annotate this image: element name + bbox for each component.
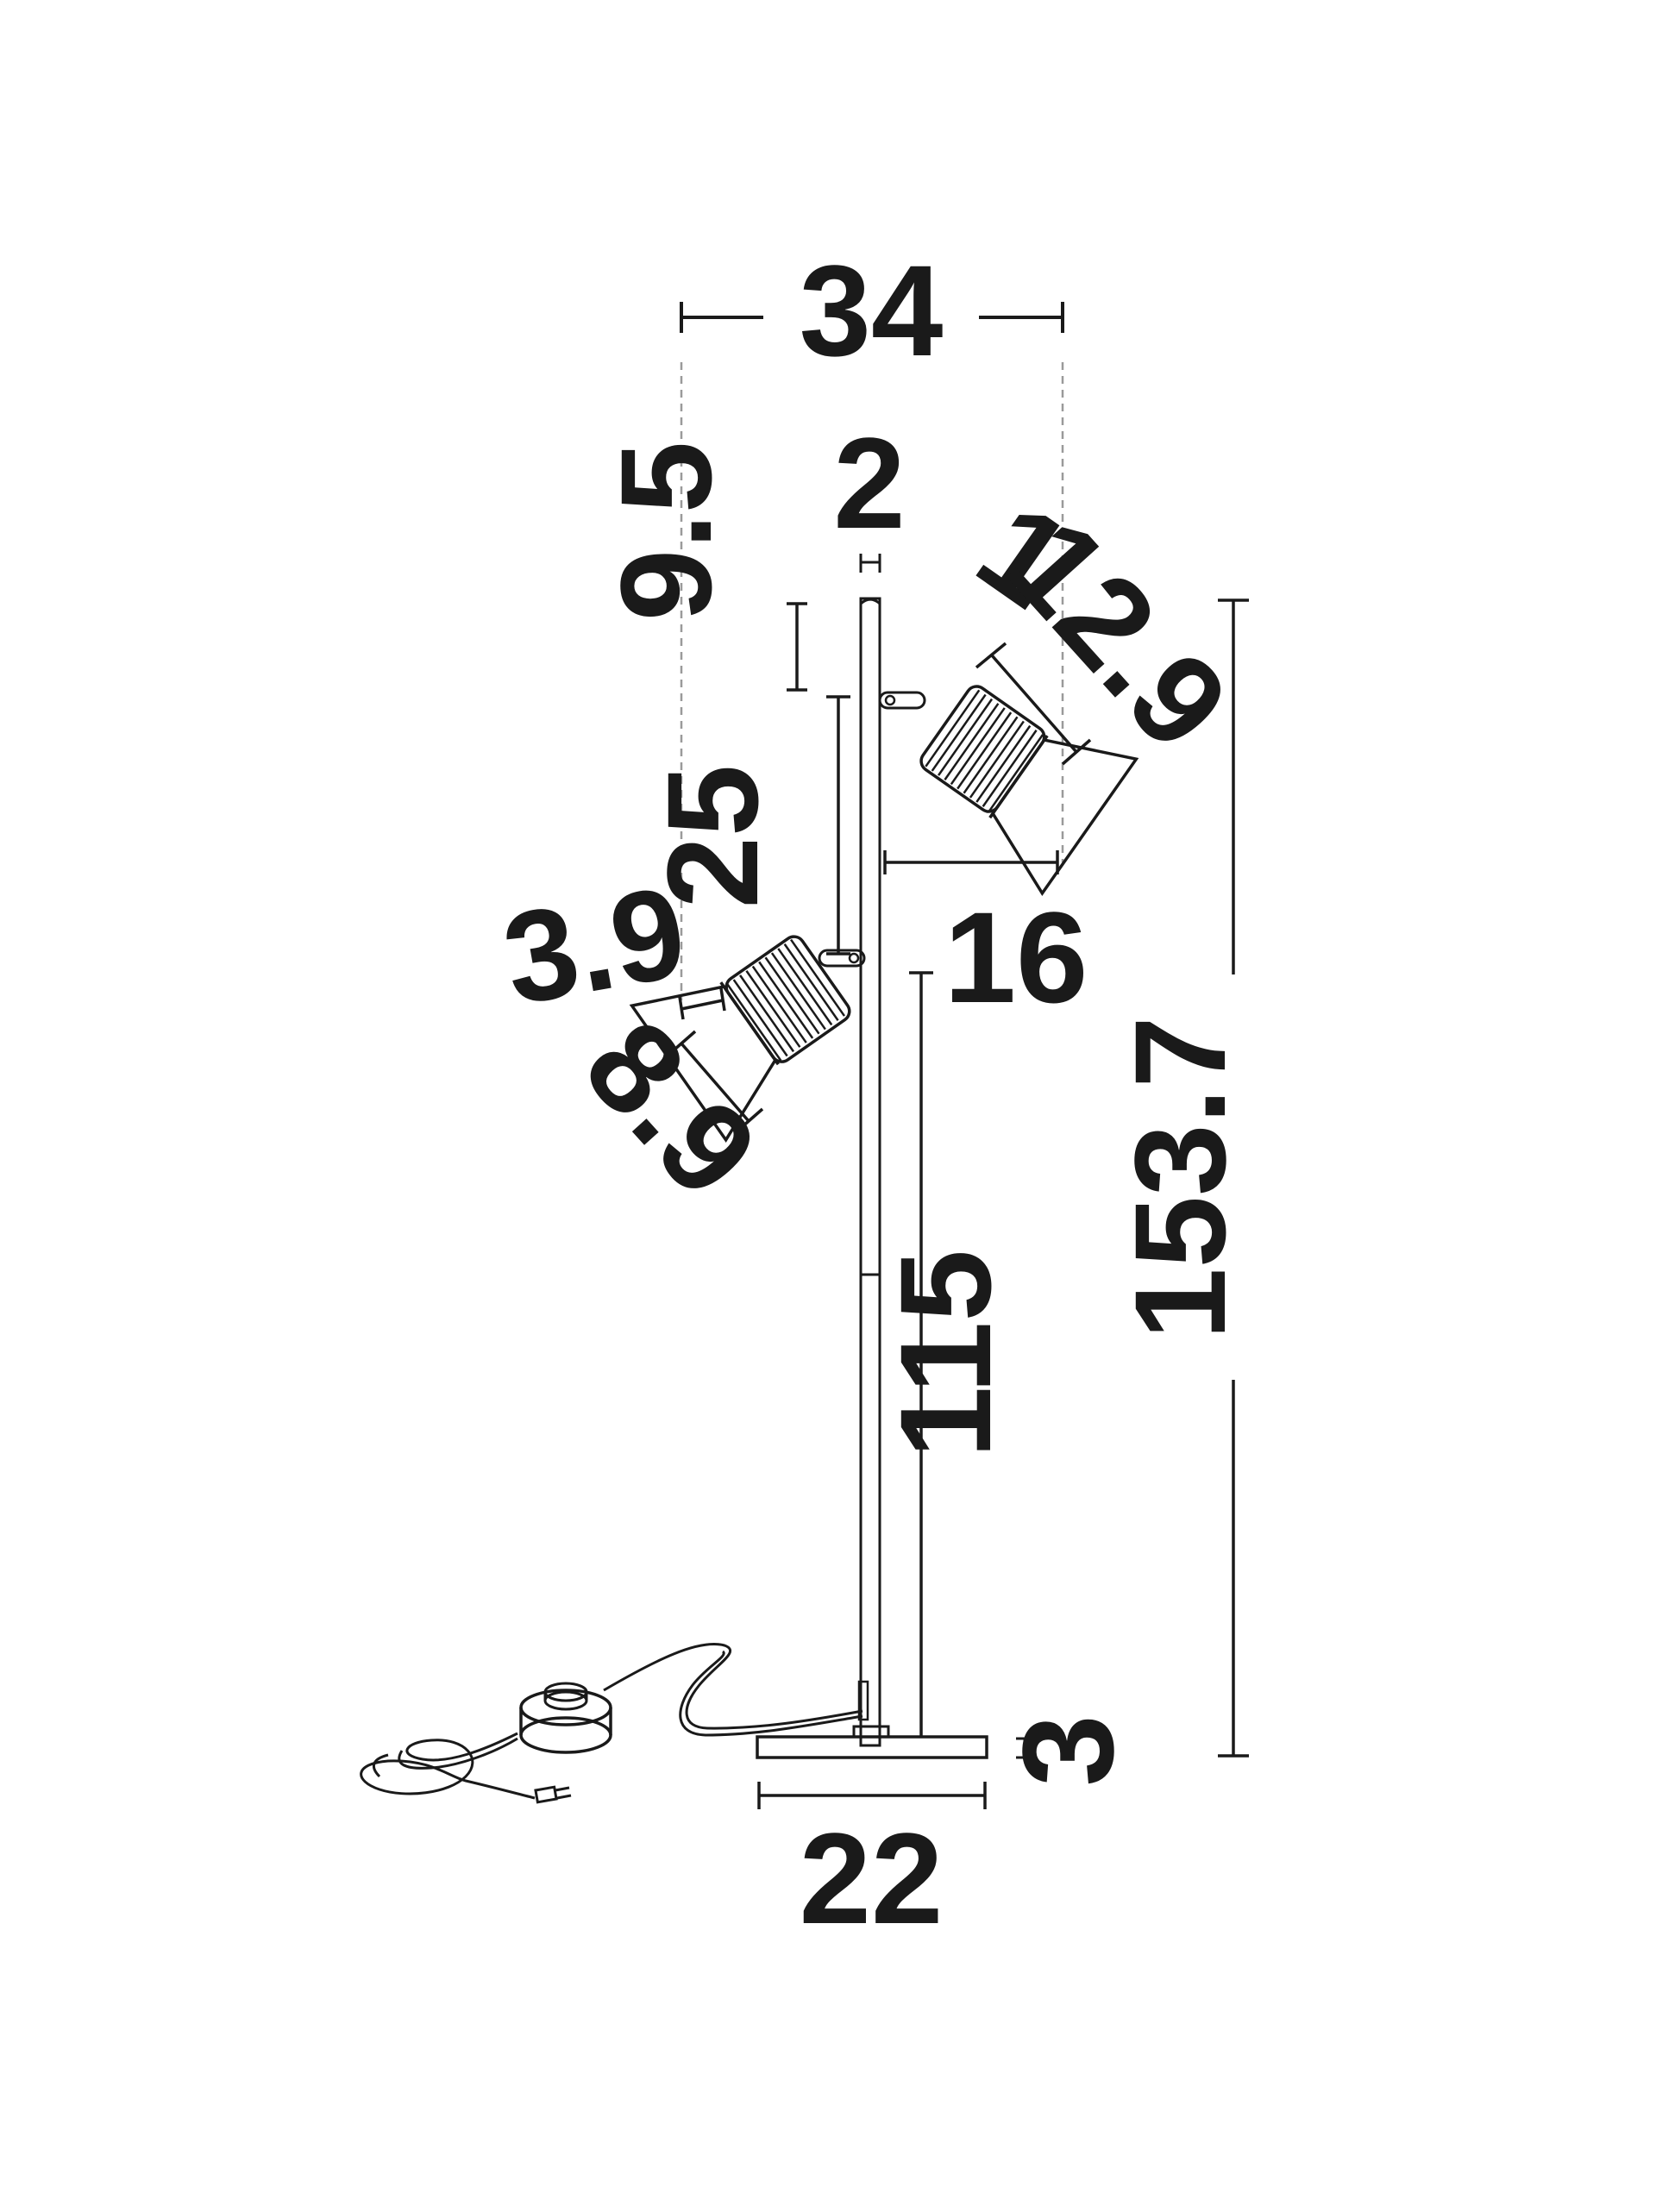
- total-height-dimension: 153.7: [1107, 598, 1252, 1758]
- lower-head-offset-label: 3.9: [493, 858, 696, 1032]
- power-cable: [360, 1643, 863, 1800]
- pole-top-dimension: 9.5: [593, 442, 807, 692]
- lower-pole-height-dimension: 115: [873, 971, 1018, 1737]
- upper-head-reach-dimension: 16: [883, 850, 1088, 1030]
- base-thickness-dimension: 3: [995, 1714, 1140, 1786]
- power-plug: [534, 1785, 572, 1804]
- foot-switch: [519, 1682, 612, 1754]
- base-diameter-label: 22: [800, 1806, 944, 1951]
- base-diameter-dimension: 22: [757, 1782, 987, 1951]
- lower-pole-height-label: 115: [873, 1250, 1018, 1458]
- total-height-label: 153.7: [1107, 1016, 1252, 1339]
- pole-top-label: 9.5: [593, 442, 738, 622]
- overall-width-dimension: 34: [680, 238, 1064, 383]
- overall-width-label: 34: [800, 238, 944, 383]
- base-thickness-label: 3: [995, 1714, 1140, 1786]
- lamp-pole: [859, 597, 881, 1747]
- head-spacing-dimension: 25: [640, 695, 850, 956]
- head-spacing-label: 25: [640, 765, 785, 909]
- upper-head-reach-label: 16: [944, 885, 1088, 1030]
- lamp-base: [756, 1680, 988, 1759]
- lower-head-offset-dimension: 3.9: [493, 858, 726, 1032]
- pole-diameter-label: 2: [833, 410, 905, 555]
- upper-lamp-head: [878, 685, 1139, 897]
- pole-diameter-dimension: 2: [833, 410, 906, 573]
- lower-lamp-head: [629, 935, 866, 1144]
